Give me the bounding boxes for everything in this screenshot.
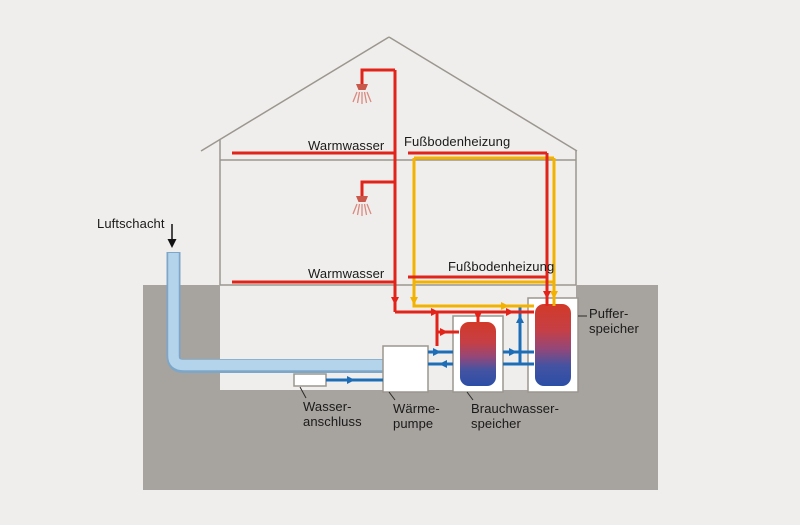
air-duct	[166, 252, 383, 373]
pufferspeicher-label: Puffer- speicher	[589, 306, 639, 336]
house-outline	[200, 36, 578, 286]
heat-pump-box	[382, 345, 429, 393]
brauchwasserspeicher-label: Brauchwasser- speicher	[471, 401, 559, 431]
puffer-tank	[535, 304, 571, 386]
wasseranschluss-label: Wasser- anschluss	[303, 399, 362, 429]
cold-water-pipes	[326, 304, 534, 384]
shower-icon-upper	[352, 83, 372, 105]
luftschacht-label: Luftschacht	[97, 216, 165, 231]
floor-heating-pipes	[410, 156, 558, 310]
warmwasser-main-label: Warmwasser	[308, 266, 385, 281]
leader-lines	[299, 315, 587, 401]
hot-water-pipes	[232, 68, 551, 346]
wasseranschluss-box	[293, 373, 327, 387]
warmwasser-upper-label: Warmwasser	[308, 138, 385, 153]
shower-icon-main	[352, 195, 372, 217]
waermepumpe-label: Wärme- pumpe	[393, 401, 440, 431]
brauchwasser-tank	[460, 322, 496, 386]
fussbodenheizung-main-label: Fußbodenheizung	[448, 259, 555, 274]
fussbodenheizung-upper-label: Fußbodenheizung	[404, 134, 511, 149]
ground	[143, 285, 658, 490]
